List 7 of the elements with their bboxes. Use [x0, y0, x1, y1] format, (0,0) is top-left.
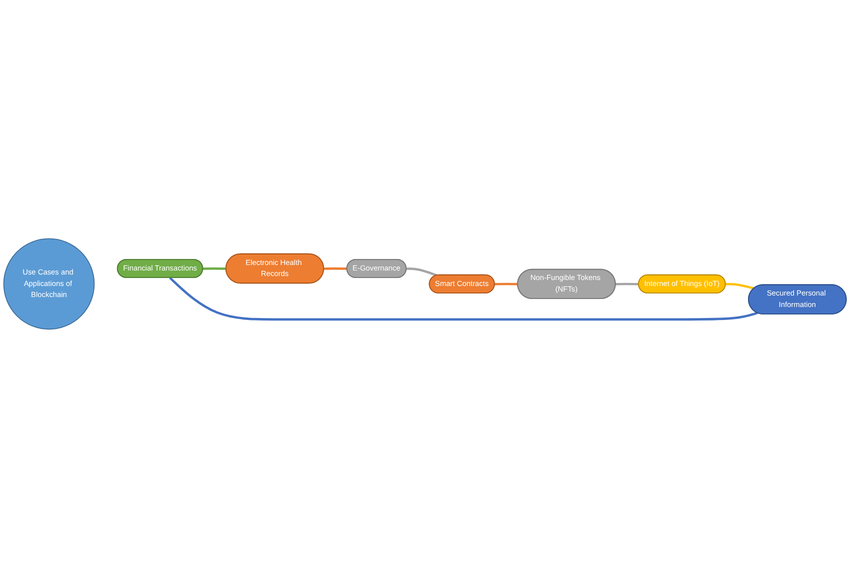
connector	[169, 276, 758, 320]
connector	[494, 282, 518, 285]
connector	[406, 267, 438, 276]
connector	[726, 282, 754, 290]
connector	[324, 266, 348, 270]
connector	[616, 282, 639, 285]
connector	[202, 266, 226, 270]
